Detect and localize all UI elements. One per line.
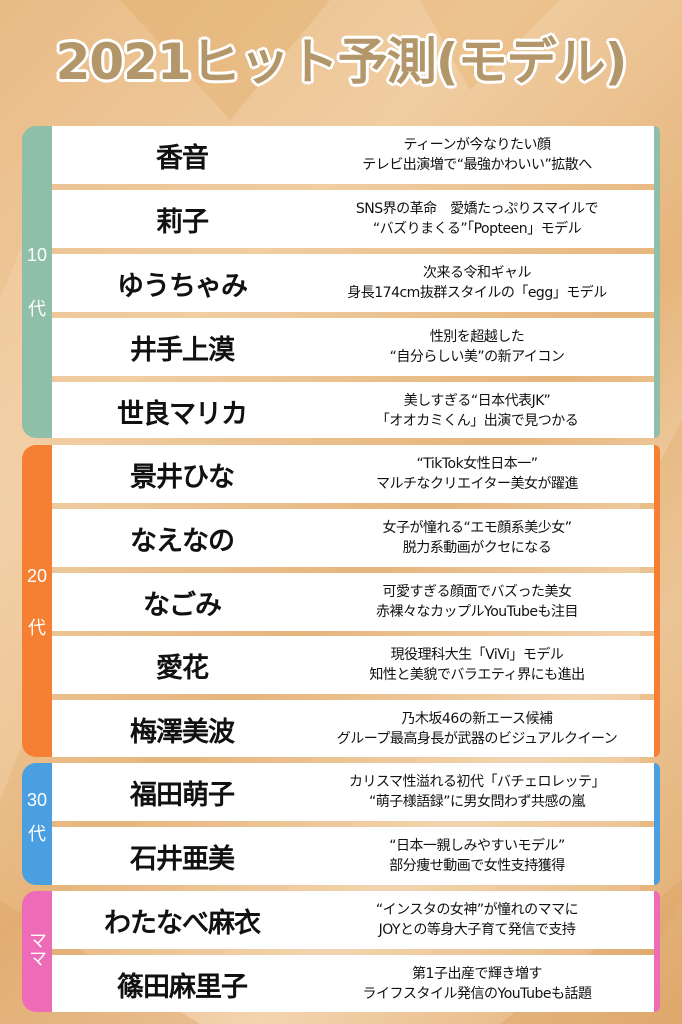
section-label-num: 30 xyxy=(26,790,48,810)
section-label-suffix: ママ xyxy=(27,931,47,967)
description-line-1: 第1子出産で輝き増す xyxy=(412,966,542,982)
section-edge-twenties xyxy=(654,445,660,757)
description-line-2: 身長174cm抜群スタイルの「egg」モデル xyxy=(347,285,607,301)
model-description: “インスタの女神”が憧れのママに JOYとの等身大子育て発信で支持 xyxy=(300,891,654,949)
list-item: 梅澤美波 乃木坂46の新エース候補 グループ最高身長が武器のビジュアルクイーン xyxy=(52,700,654,757)
list-item: 世良マリカ 美しすぎる“日本代表JK” 「オオカミくん」出演で見つかる xyxy=(52,382,654,438)
section-teens: 10 代 香音 ティーンが今なりたい顔 テレビ出演増で“最強かわいい”拡散へ 莉… xyxy=(22,126,660,438)
description-line-2: 「オオカミくん」出演で見つかる xyxy=(375,413,579,429)
model-description: 美しすぎる“日本代表JK” 「オオカミくん」出演で見つかる xyxy=(300,382,654,440)
model-name: 莉子 xyxy=(156,206,209,238)
model-name: 篠田麻里子 xyxy=(117,971,248,1003)
section-twenties: 20 代 景井ひな “TikTok女性日本一” マルチなクリエイター美女が躍進 … xyxy=(22,445,660,757)
model-name: 景井ひな xyxy=(130,461,235,493)
description-line-2: 赤裸々なカップルYouTubeも注目 xyxy=(376,604,578,620)
section-mama: ママ わたなべ麻衣 “インスタの女神”が憧れのママに JOYとの等身大子育て発信… xyxy=(22,891,660,1012)
list-item: なごみ 可愛すぎる顔面でバズった美女 赤裸々なカップルYouTubeも注目 xyxy=(52,573,654,631)
page-title: 2021ヒット予測(モデル) xyxy=(55,32,629,92)
section-thirties: 30 代 福田萌子 カリスマ性溢れる初代「バチェロレッテ」 “萌子様語録”に男女… xyxy=(22,763,660,885)
list-item: 篠田麻里子 第1子出産で輝き増す ライフスタイル発信のYouTubeも話題 xyxy=(52,955,654,1012)
model-name: 愛花 xyxy=(156,652,209,684)
section-label-num: 20 xyxy=(26,566,48,586)
section-tab-mama xyxy=(22,891,52,1012)
model-description: 現役理科大生「ViVi」モデル 知性と美貌でバラエティ界にも進出 xyxy=(300,636,654,694)
description-line-1: 次来る令和ギャル xyxy=(423,265,532,281)
section-tab-teens xyxy=(22,126,52,438)
section-label-suffix: 代 xyxy=(28,299,46,319)
description-line-2: “自分らしい美”の新アイコン xyxy=(389,349,565,365)
list-item: 福田萌子 カリスマ性溢れる初代「バチェロレッテ」 “萌子様語録”に男女問わず共感… xyxy=(52,763,654,821)
description-line-2: ライフスタイル発信のYouTubeも話題 xyxy=(362,986,592,1002)
model-name: 井手上漠 xyxy=(130,334,235,366)
description-line-1: SNS界の革命 愛嬌たっぷりスマイルで xyxy=(355,201,599,217)
description-line-1: “インスタの女神”が憧れのママに xyxy=(375,902,579,918)
model-name: なえなの xyxy=(130,525,235,557)
model-description: 次来る令和ギャル 身長174cm抜群スタイルの「egg」モデル xyxy=(300,254,654,312)
description-line-1: 性別を超越した xyxy=(429,329,525,345)
description-line-2: マルチなクリエイター美女が躍進 xyxy=(376,476,578,492)
description-line-1: 可愛すぎる顔面でバズった美女 xyxy=(382,584,573,600)
list-item: なえなの 女子が憧れる“エモ顔系美少女” 脱力系動画がクセになる xyxy=(52,509,654,567)
model-name: 世良マリカ xyxy=(117,398,248,430)
description-line-1: ティーンが今なりたい顔 xyxy=(403,137,551,153)
description-line-1: 美しすぎる“日本代表JK” xyxy=(403,393,551,409)
list-item: 香音 ティーンが今なりたい顔 テレビ出演増で“最強かわいい”拡散へ xyxy=(52,126,654,184)
section-label-suffix: 代 xyxy=(28,618,46,638)
model-name: なごみ xyxy=(143,589,222,621)
model-description: “日本一親しみやすいモデル” 部分痩せ動画で女性支持獲得 xyxy=(300,827,654,885)
list-item: 景井ひな “TikTok女性日本一” マルチなクリエイター美女が躍進 xyxy=(52,445,654,503)
description-line-2: 知性と美貌でバラエティ界にも進出 xyxy=(369,667,585,683)
model-name: 香音 xyxy=(156,142,209,174)
description-line-1: 乃木坂46の新エース候補 xyxy=(401,711,553,727)
description-line-2: “萌子様語録”に男女問わず共感の嵐 xyxy=(368,794,586,810)
description-line-2: テレビ出演増で“最強かわいい”拡散へ xyxy=(362,157,592,173)
section-tab-thirties xyxy=(22,763,52,885)
description-line-2: グループ最高身長が武器のビジュアルクイーン xyxy=(336,731,618,747)
model-description: SNS界の革命 愛嬌たっぷりスマイルで “バズりまくる”「Popteen」モデル xyxy=(300,190,654,248)
list-item: 莉子 SNS界の革命 愛嬌たっぷりスマイルで “バズりまくる”「Popteen」… xyxy=(52,190,654,248)
model-description: ティーンが今なりたい顔 テレビ出演増で“最強かわいい”拡散へ xyxy=(300,126,654,184)
model-description: “TikTok女性日本一” マルチなクリエイター美女が躍進 xyxy=(300,445,654,503)
description-line-2: JOYとの等身大子育て発信で支持 xyxy=(378,922,576,938)
section-edge-teens xyxy=(654,126,660,438)
description-line-1: カリスマ性溢れる初代「バチェロレッテ」 xyxy=(348,774,606,790)
section-edge-mama xyxy=(654,891,660,1012)
model-description: 可愛すぎる顔面でバズった美女 赤裸々なカップルYouTubeも注目 xyxy=(300,573,654,631)
description-line-2: 脱力系動画がクセになる xyxy=(402,540,552,556)
list-item: 石井亜美 “日本一親しみやすいモデル” 部分痩せ動画で女性支持獲得 xyxy=(52,827,654,885)
description-line-2: “バズりまくる”「Popteen」モデル xyxy=(372,221,582,237)
model-name: ゆうちゃみ xyxy=(117,270,248,302)
description-line-1: “日本一親しみやすいモデル” xyxy=(389,838,565,854)
section-label-num: 10 xyxy=(26,245,48,265)
model-name: 梅澤美波 xyxy=(130,716,235,748)
section-edge-thirties xyxy=(654,763,660,885)
model-name: 福田萌子 xyxy=(130,779,235,811)
model-description: 性別を超越した “自分らしい美”の新アイコン xyxy=(300,318,654,376)
model-description: 女子が憧れる“エモ顔系美少女” 脱力系動画がクセになる xyxy=(300,509,654,567)
model-description: 第1子出産で輝き増す ライフスタイル発信のYouTubeも話題 xyxy=(300,955,654,1013)
list-item: わたなべ麻衣 “インスタの女神”が憧れのママに JOYとの等身大子育て発信で支持 xyxy=(52,891,654,949)
list-item: ゆうちゃみ 次来る令和ギャル 身長174cm抜群スタイルの「egg」モデル xyxy=(52,254,654,312)
description-line-1: 女子が憧れる“エモ顔系美少女” xyxy=(382,520,572,536)
model-description: カリスマ性溢れる初代「バチェロレッテ」 “萌子様語録”に男女問わず共感の嵐 xyxy=(300,763,654,821)
model-description: 乃木坂46の新エース候補 グループ最高身長が武器のビジュアルクイーン xyxy=(300,700,654,758)
list-item: 井手上漠 性別を超越した “自分らしい美”の新アイコン xyxy=(52,318,654,376)
model-name: 石井亜美 xyxy=(130,843,235,875)
description-line-2: 部分痩せ動画で女性支持獲得 xyxy=(389,858,565,874)
description-line-1: 現役理科大生「ViVi」モデル xyxy=(390,647,564,663)
model-name: わたなべ麻衣 xyxy=(104,907,261,939)
section-tab-twenties xyxy=(22,445,52,757)
list-item: 愛花 現役理科大生「ViVi」モデル 知性と美貌でバラエティ界にも進出 xyxy=(52,636,654,694)
description-line-1: “TikTok女性日本一” xyxy=(416,456,538,472)
section-label-suffix: 代 xyxy=(28,824,46,844)
